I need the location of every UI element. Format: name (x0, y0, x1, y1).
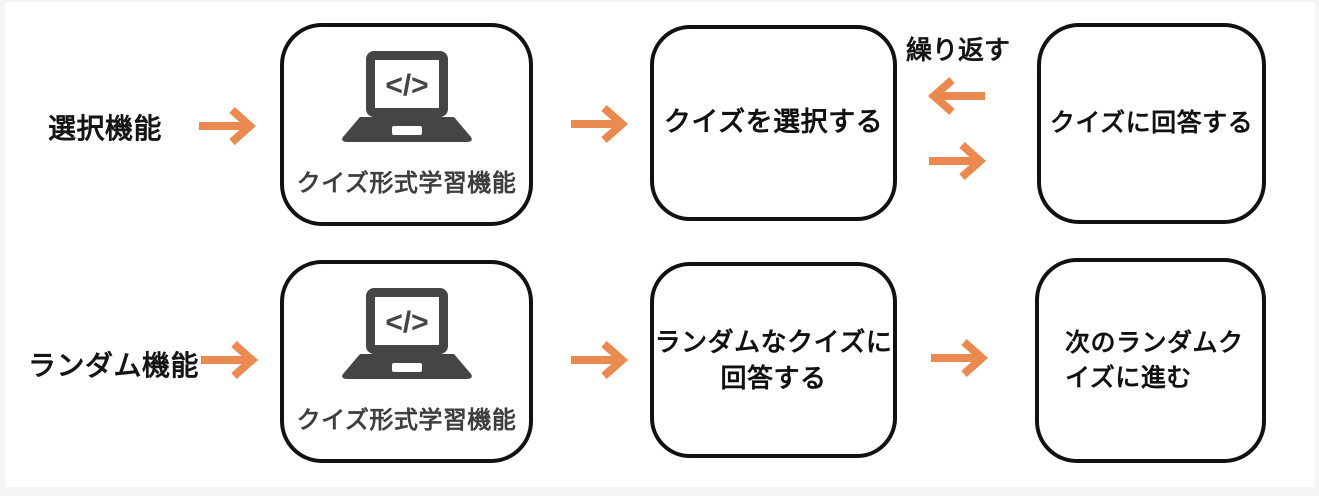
box-select-quiz: クイズを選択する (650, 25, 897, 221)
arrow-right-icon (571, 105, 629, 143)
system-box-label: クイズ形式学習機能 (296, 407, 517, 434)
box-answer-random-quiz-text: ランダムなクイズに 回答する (654, 326, 893, 393)
system-box-label: クイズ形式学習機能 (296, 170, 517, 197)
repeat-label: 繰り返す (905, 35, 1010, 65)
arrow-right-icon (201, 341, 259, 379)
code-glyph: </> (385, 69, 428, 102)
code-glyph: </> (385, 306, 428, 339)
arrow-right-icon (929, 142, 987, 180)
system-box-row1: </> クイズ形式学習機能 (280, 23, 533, 226)
laptop-code-icon: </> (341, 288, 472, 379)
box-select-quiz-text: クイズを選択する (663, 107, 884, 138)
arrow-left-icon (927, 77, 985, 115)
laptop-code-icon: </> (341, 51, 472, 142)
arrow-right-icon (199, 107, 257, 145)
flow-label-random-function: ランダム機能 (28, 350, 200, 381)
box-next-random-quiz: 次のランダムク イズに進む (1035, 258, 1266, 463)
flow-label-select-function: 選択機能 (48, 113, 163, 144)
arrow-right-icon (571, 341, 629, 379)
box-next-random-quiz-text: 次のランダムク イズに進む (1065, 328, 1244, 392)
box-answer-quiz-text: クイズに回答する (1049, 109, 1254, 137)
box-answer-quiz: クイズに回答する (1037, 23, 1266, 224)
arrow-right-icon (931, 339, 989, 377)
box-answer-random-quiz: ランダムなクイズに 回答する (650, 262, 897, 458)
system-box-row2: </> クイズ形式学習機能 (280, 260, 533, 463)
